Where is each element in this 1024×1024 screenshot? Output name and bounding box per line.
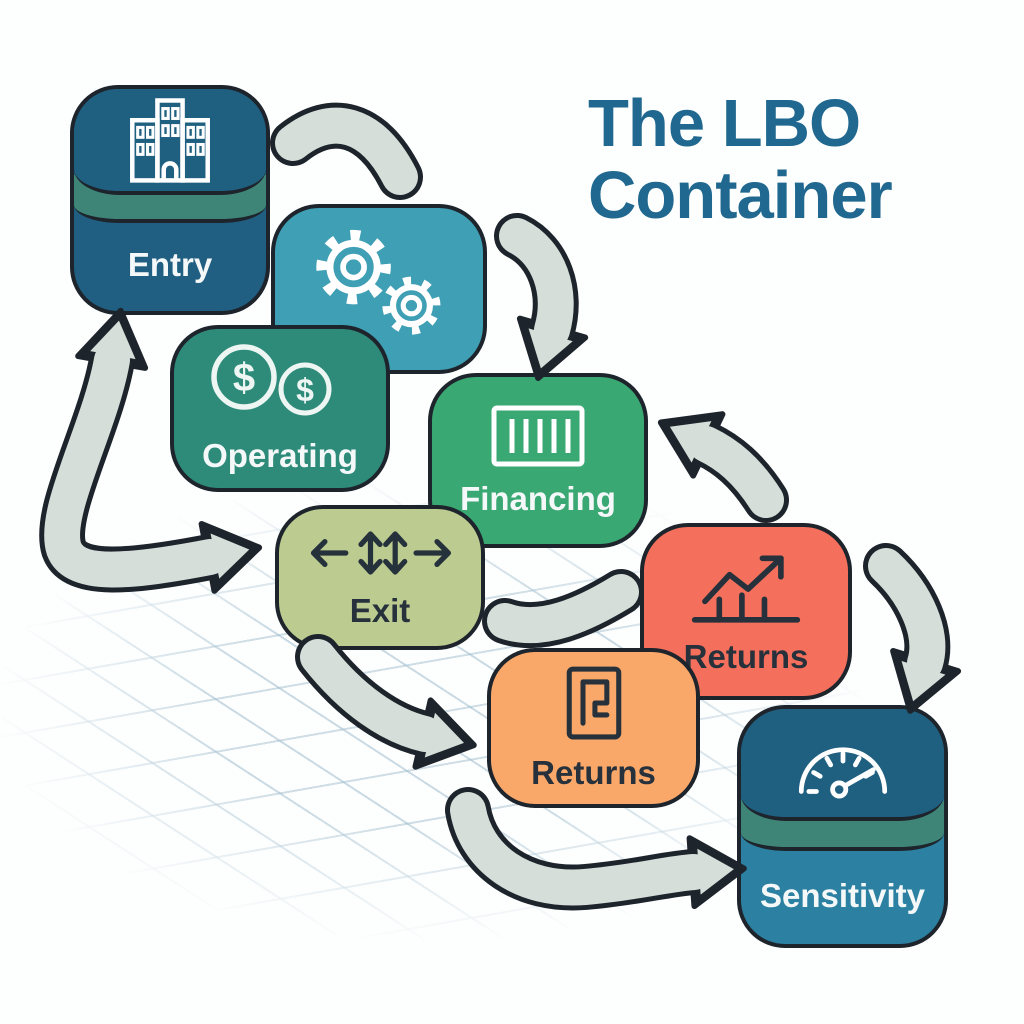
gears-icon <box>316 229 441 335</box>
dollar-glyph-small: $ <box>296 372 314 408</box>
arrow-process-to-financing <box>494 213 589 382</box>
barcode-icon <box>491 405 585 466</box>
spread-arrows-icon <box>310 530 452 575</box>
box-returns-growth: Returns <box>640 523 852 700</box>
title-line-1: The LBO <box>588 86 861 161</box>
box-operating-label: Operating <box>202 436 358 474</box>
box-exit: Exit <box>275 505 485 650</box>
box-entry-label: Entry <box>127 246 213 283</box>
box-sensitivity-label: Sensitivity <box>759 876 926 914</box>
box-financing-label: Financing <box>460 479 616 517</box>
box-returns-door-label: Returns <box>531 754 656 791</box>
gauge-icon <box>798 747 887 799</box>
box-returns-growth-label: Returns <box>683 637 809 675</box>
box-entry: Entry <box>70 85 270 315</box>
box-sensitivity: Sensitivity <box>737 705 948 948</box>
arc-entry-to-process <box>270 102 423 200</box>
box-sensitivity-lid <box>741 709 944 821</box>
building-icon <box>130 98 210 183</box>
box-entry-lid <box>74 89 266 195</box>
page-title: The LBO Container <box>588 86 893 234</box>
box-financing: Financing <box>428 373 648 548</box>
box-exit-label: Exit <box>349 591 411 629</box>
box-returns-door: Returns <box>487 648 700 808</box>
box-sensitivity-body: Sensitivity <box>741 847 944 944</box>
dollar-coins-icon: $ $ <box>211 343 332 415</box>
box-entry-body: Entry <box>74 219 266 311</box>
growth-chart-icon <box>691 554 801 623</box>
box-operating: $ $ Operating <box>170 325 390 492</box>
title-line-2: Container <box>588 158 893 234</box>
door-icon <box>566 666 621 740</box>
dollar-glyph-large: $ <box>233 356 255 400</box>
